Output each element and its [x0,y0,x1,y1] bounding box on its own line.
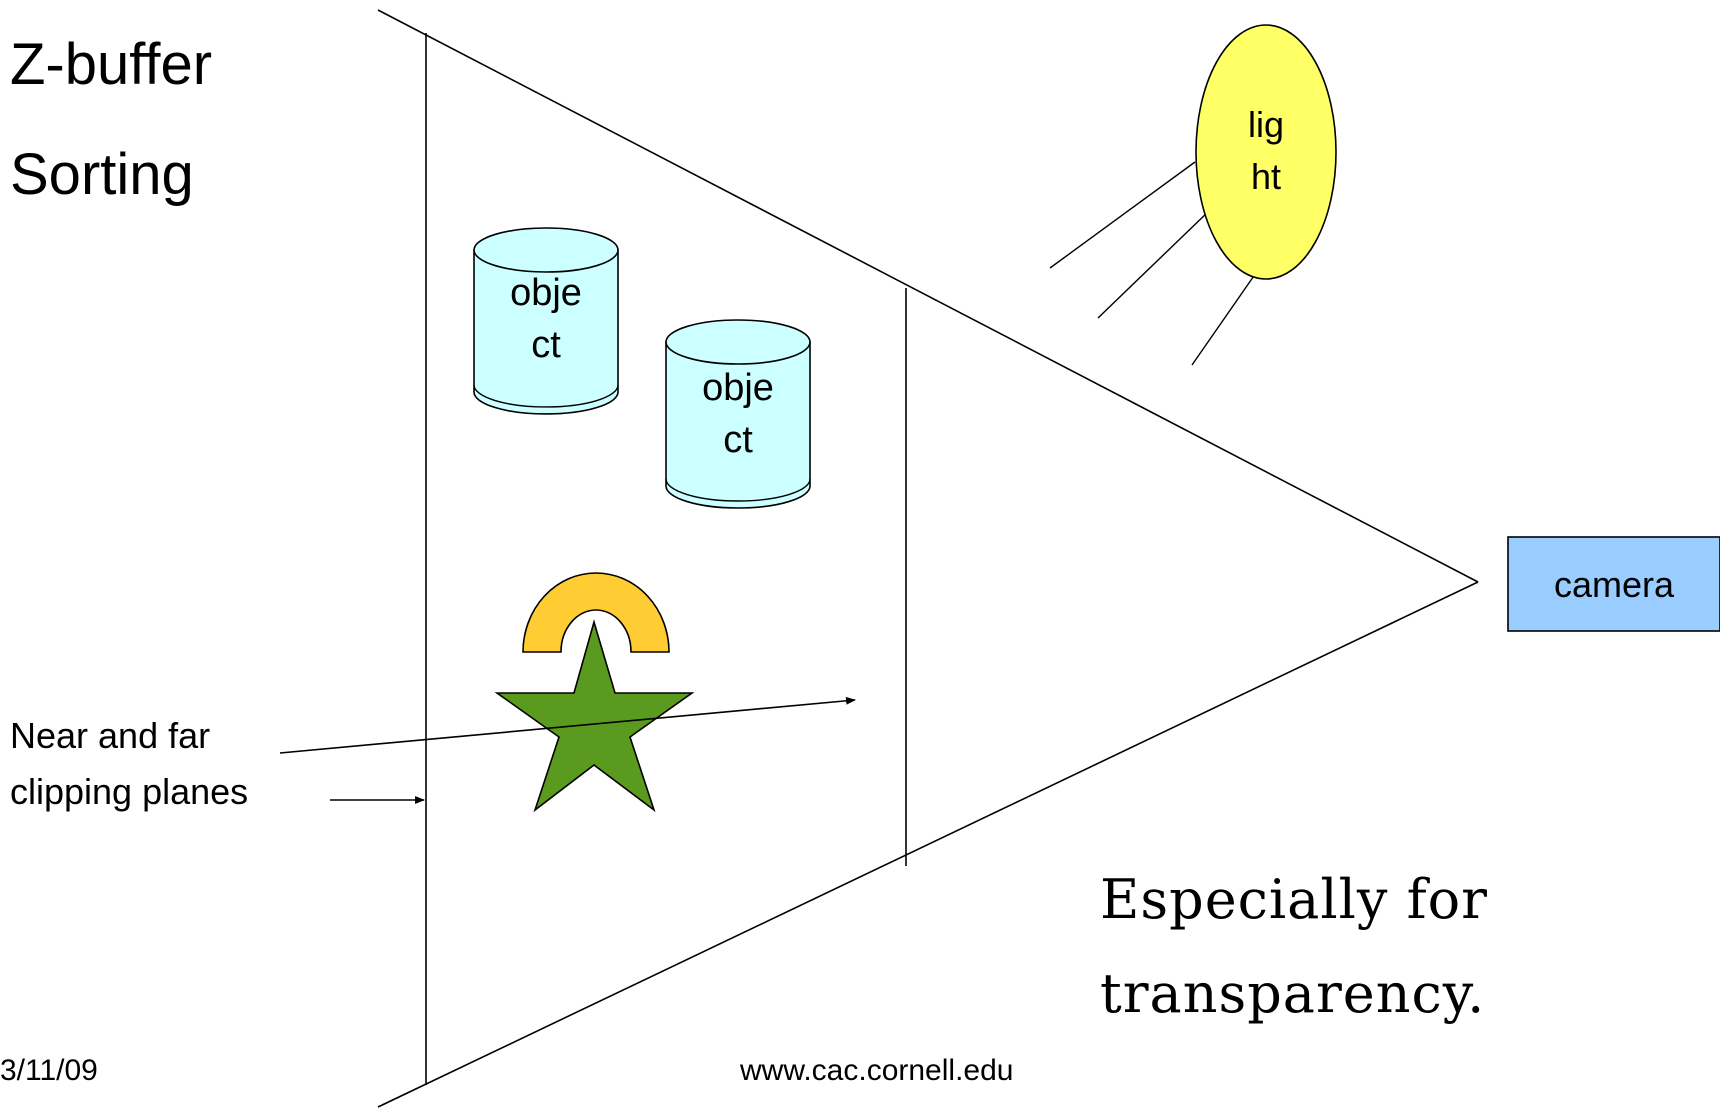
frustum-bottom-edge [377,581,1479,1108]
tagline-line-1: Especially for [1100,868,1488,931]
clipping-label-line-1: Near and far [10,715,211,756]
camera-box [1507,536,1720,632]
light-ellipse [1195,24,1337,280]
light-label-line-2: ht [1251,156,1281,197]
footer-date: 3/11/09 [0,1054,98,1087]
light-rays [1049,161,1259,366]
tagline-line-2: transparency. [1100,962,1486,1025]
object-cylinder-1: obje ct [473,227,619,415]
camera-label: camera [1554,564,1675,605]
clipping-label-line-2: clipping planes [10,771,249,812]
title-line-sorting: Sorting [10,142,194,207]
camera: camera [1507,536,1720,632]
title-line-zbuffer: Z-buffer [10,32,213,97]
object-1-label-line-2: ct [531,324,561,366]
object-2-label-line-1: obje [702,367,774,409]
object-cylinder-2: obje ct [665,319,811,509]
light-source: lig ht [1195,24,1337,280]
star-shape [494,619,695,813]
light-label-line-1: lig [1248,104,1284,145]
object-1-label-line-1: obje [510,272,582,314]
frustum-top-edge [377,9,1479,583]
footer-url: www.cac.cornell.edu [740,1054,1014,1087]
near-plane-callout-arrow [279,696,856,754]
object-2-label-line-2: ct [723,419,753,461]
arch-shape [522,572,670,653]
